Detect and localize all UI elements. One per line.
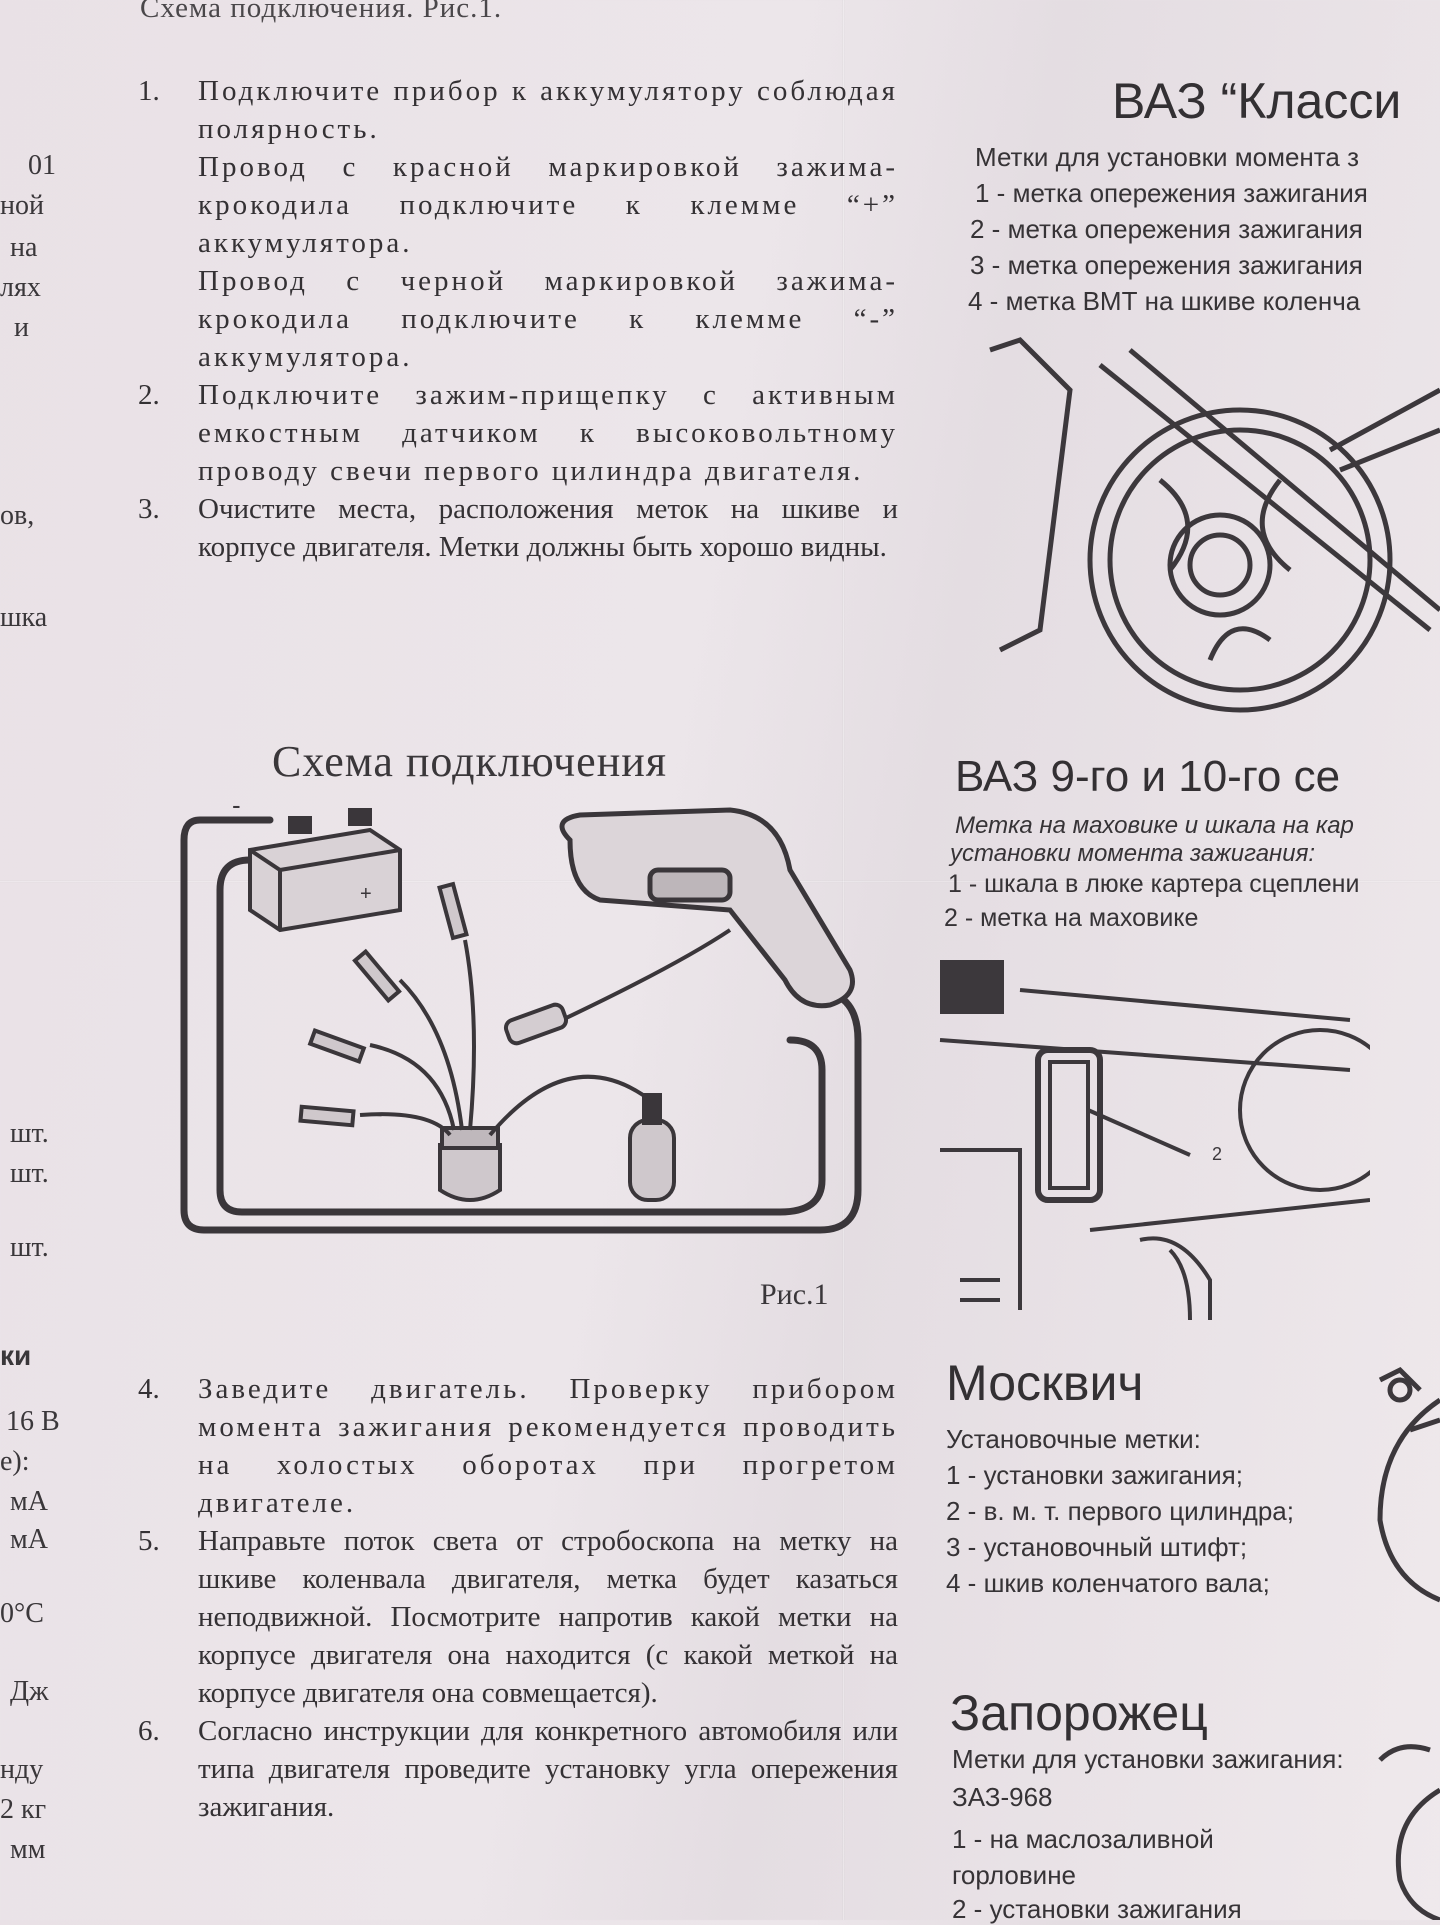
step-paragraph: Согласно инструкции для конкретного авто…: [198, 1715, 898, 1823]
step-paragraph: Заведите двигатель. Проверку прибором мо…: [198, 1373, 898, 1519]
fragment-text: 0°С: [0, 1598, 44, 1629]
fragment-text: и: [14, 312, 29, 343]
step-number: 3.: [138, 493, 160, 525]
step-number: 1.: [138, 75, 160, 107]
fragment-text: мА: [10, 1486, 48, 1517]
list-item: горловине: [952, 1860, 1077, 1890]
fragment-text: Дж: [10, 1676, 49, 1707]
hv-wire: [488, 1074, 652, 1137]
section-subtitle: установки момента зажигания:: [950, 840, 1316, 867]
fragment-text: на: [10, 232, 38, 263]
flywheel-illustration: 2: [939, 960, 1370, 1320]
list-item: 2 - в. м. т. первого цилиндра;: [946, 1496, 1294, 1526]
spark-plugs: [298, 881, 469, 1128]
fragment-text: шка: [0, 602, 48, 633]
fragment-text: 2 кг: [0, 1794, 47, 1825]
zaporozhets-illustration: [1378, 1744, 1440, 1920]
minus-terminal-label: -: [232, 790, 241, 820]
distributor-icon: [438, 1126, 502, 1202]
list-item: 4 - шкив коленчатого вала;: [946, 1568, 1270, 1598]
fragment-text: ной: [0, 190, 44, 221]
battery-cable-outer: [180, 816, 862, 1234]
fragment-text: шт.: [10, 1118, 49, 1149]
fragment-text: лях: [0, 272, 41, 303]
instruction-step: 3. Очистите места, расположения меток на…: [138, 490, 898, 566]
list-item: 1 - метка опережения зажигания: [975, 178, 1368, 208]
list-item: 1 - установки зажигания;: [946, 1460, 1243, 1490]
instruction-step: 1. Подключите прибор к аккумулятору собл…: [138, 72, 898, 376]
step-number: 6.: [138, 1715, 160, 1747]
fragment-text: е):: [0, 1446, 30, 1477]
hv-wire: [398, 978, 464, 1131]
list-item: 4 - метка ВМТ на шкиве коленча: [968, 286, 1361, 316]
instruction-steps-1-3: 1. Подключите прибор к аккумулятору собл…: [138, 72, 898, 566]
list-item: 1 - на маслозаливной: [952, 1824, 1214, 1854]
list-item: 2 - установки зажигания: [952, 1894, 1242, 1924]
instruction-step: 4. Заведите двигатель. Проверку прибором…: [138, 1370, 898, 1522]
step-paragraph: Подключите зажим-прищепку с активным емк…: [198, 379, 898, 487]
fragment-text: 16 В: [6, 1406, 60, 1437]
list-item: 3 - установочный штифт;: [946, 1532, 1248, 1562]
fragment-text: ов,: [0, 500, 35, 531]
section-title-moskvich: Москвич: [946, 1355, 1144, 1411]
top-caption: Схема подключения. Рис.1.: [140, 0, 503, 24]
hv-wire: [359, 1112, 452, 1137]
section-subtitle: Установочные метки:: [946, 1424, 1201, 1454]
section-subtitle: Метка на маховике и шкала на кар: [955, 812, 1354, 839]
instruction-steps-4-6: 4. Заведите двигатель. Проверку прибором…: [138, 1370, 898, 1826]
stroboscope-icon: [559, 807, 855, 1009]
step-paragraph: Провод с черной маркировкой зажима-кроко…: [198, 265, 898, 373]
instruction-step: 2. Подключите зажим-прищепку с активным …: [138, 376, 898, 490]
list-item: 3 - метка опережения зажигания: [970, 250, 1363, 280]
step-number: 2.: [138, 379, 160, 411]
section-title-zaporozhets: Запорожец: [950, 1685, 1208, 1741]
list-item: 1 - шкала в люке картера сцеплени: [948, 870, 1360, 898]
step-number: 4.: [138, 1373, 160, 1405]
fragment-text: мм: [10, 1834, 46, 1865]
fragment-text: 01: [28, 150, 56, 181]
step-paragraph: Подключите прибор к аккумулятору соблюда…: [198, 75, 898, 145]
fragment-text: нду: [0, 1754, 44, 1785]
list-item: 2 - метка на маховике: [944, 904, 1199, 932]
list-item: 2 - метка опережения зажигания: [970, 214, 1363, 244]
plus-terminal-label: +: [360, 883, 372, 905]
instruction-step: 5. Направьте поток света от стробоскопа …: [138, 1522, 898, 1712]
figure-label: Рис.1: [760, 1278, 829, 1311]
fragment-text: шт.: [10, 1158, 49, 1189]
model-label: ЗАЗ-968: [952, 1782, 1053, 1812]
section-title-vaz-9-10: ВАЗ 9-го и 10-го се: [955, 752, 1341, 801]
moskvich-pulley-illustration: [1377, 1366, 1440, 1603]
figure-number: 2: [1212, 1144, 1222, 1164]
step-paragraph: Направьте поток света от стробоскопа на …: [198, 1525, 898, 1709]
fragment-text: мА: [10, 1524, 48, 1555]
crankshaft-pulley-illustration: [989, 337, 1440, 713]
step-number: 5.: [138, 1525, 160, 1557]
fragment-heading: ки: [0, 1340, 32, 1371]
ignition-coil-icon: [628, 1093, 676, 1202]
fragment-text: шт.: [10, 1232, 49, 1263]
scheme-title: Схема подключения: [272, 737, 668, 786]
section-subtitle: Метки для установки зажигания:: [952, 1744, 1344, 1774]
battery-cable-inner: [216, 856, 826, 1216]
hv-wire: [463, 939, 476, 1131]
sensor-clip-icon: [503, 1002, 569, 1046]
battery-icon: [248, 808, 402, 933]
connection-diagram: - +: [180, 790, 862, 1234]
step-paragraph: Провод с красной маркировкой зажима-крок…: [198, 151, 898, 259]
hv-wire: [369, 1043, 456, 1131]
instruction-step: 6. Согласно инструкции для конкретного а…: [138, 1712, 898, 1826]
section-title-vaz-classic: ВАЗ “Класси: [1112, 73, 1402, 129]
section-subtitle: Метки для установки момента з: [975, 142, 1360, 172]
step-paragraph: Очистите места, расположения меток на шк…: [198, 493, 898, 563]
